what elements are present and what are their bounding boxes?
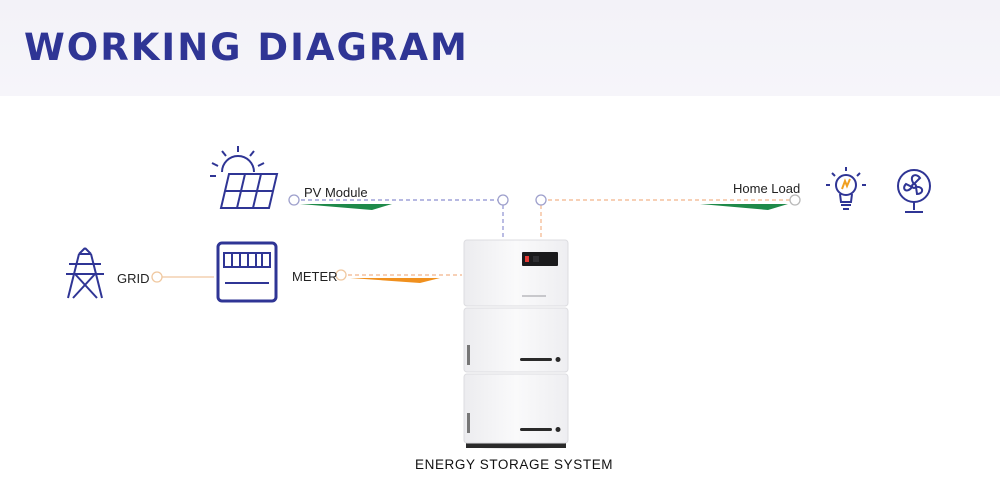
fan-icon [897, 169, 931, 213]
home-load-label: Home Load [733, 181, 801, 196]
load-flow-arrow [700, 204, 788, 210]
meter-node [335, 269, 347, 281]
home-load-node [789, 194, 801, 206]
pv-module-label: PV Module [304, 185, 368, 200]
grid-label: GRID [117, 271, 150, 286]
page-title: WORKING DIAGRAM [24, 26, 469, 69]
grid-node [151, 271, 163, 283]
meter-icon [216, 241, 278, 303]
pv-flow-arrow [300, 204, 392, 210]
meter-label: METER [292, 269, 338, 284]
meter-flow-arrow [350, 278, 440, 283]
pv-node [288, 194, 300, 206]
system-caption: ENERGY STORAGE SYSTEM [415, 457, 614, 472]
light-bulb-icon [826, 167, 866, 210]
transmission-tower-icon [66, 247, 104, 299]
energy-storage-cabinet [463, 239, 569, 449]
header-banner: WORKING DIAGRAM [0, 0, 1000, 96]
pv-junction-node [497, 194, 509, 206]
sun-solar-panel-icon [210, 146, 279, 209]
load-junction-node [535, 194, 547, 206]
